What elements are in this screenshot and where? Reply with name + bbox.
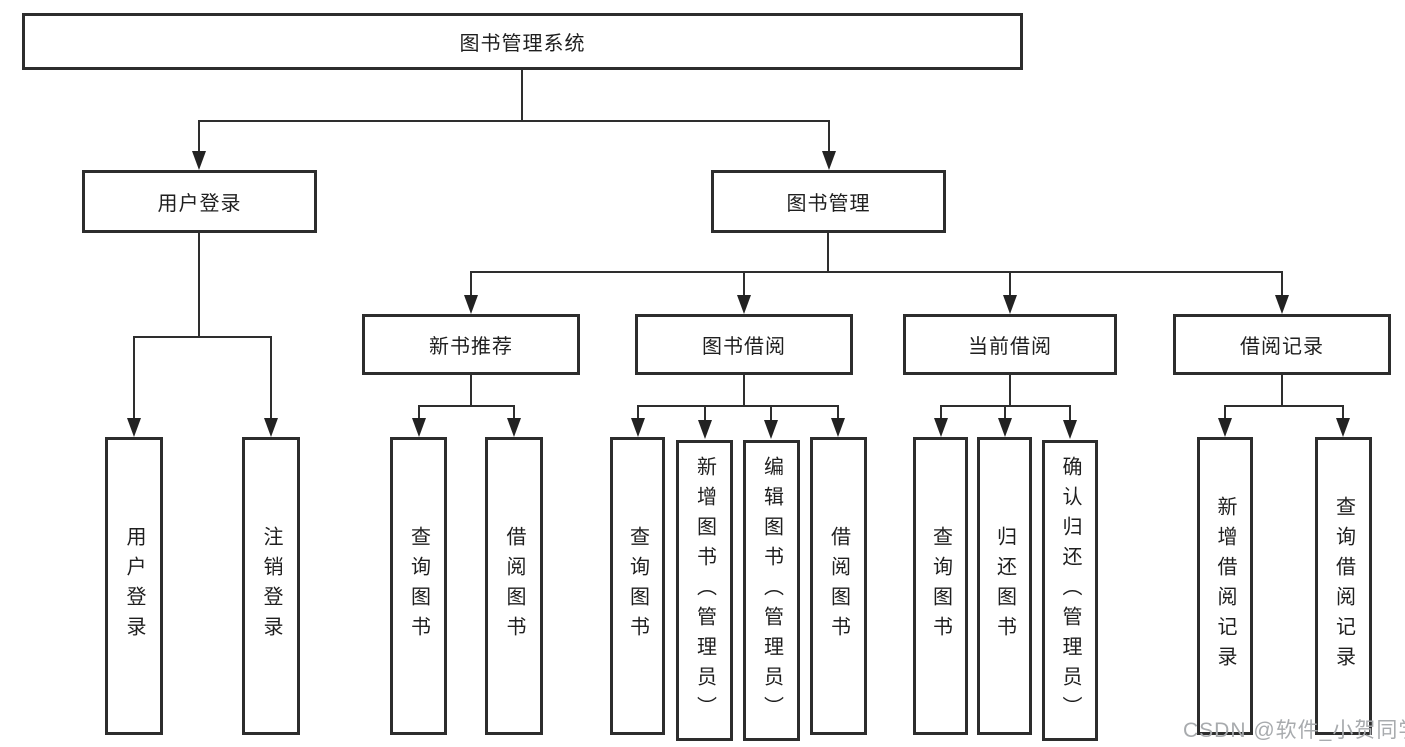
leaf-query-books-recommend: 查询图书 bbox=[390, 437, 447, 735]
leaf-query-books-current: 查询图书 bbox=[913, 437, 968, 735]
leaf-user-login: 用户登录 bbox=[105, 437, 163, 735]
leaf-borrow-books-recommend-label: 借阅图书 bbox=[503, 526, 525, 646]
node-book-management-label: 图书管理 bbox=[786, 193, 871, 215]
node-book-borrow-label: 图书借阅 bbox=[702, 336, 786, 358]
leaf-borrow-books: 借阅图书 bbox=[810, 437, 867, 735]
leaf-logout-label: 注销登录 bbox=[260, 526, 282, 646]
connector-current-borrow-to-leaves bbox=[940, 375, 1071, 421]
node-root-label: 图书管理系统 bbox=[459, 33, 586, 55]
watermark: CSDN @软件_小贺同学 bbox=[1183, 719, 1405, 742]
connector-user-login-to-leaves bbox=[133, 233, 272, 420]
leaf-confirm-return-admin-label: 确认归还（管理员） bbox=[1059, 455, 1081, 726]
node-current-borrow: 当前借阅 bbox=[903, 314, 1117, 375]
leaf-logout: 注销登录 bbox=[242, 437, 300, 735]
connector-root-to-level2 bbox=[198, 70, 830, 153]
leaf-return-book: 归还图书 bbox=[977, 437, 1032, 735]
leaf-query-books-borrow-label: 查询图书 bbox=[626, 526, 649, 646]
leaf-query-borrow-record: 查询借阅记录 bbox=[1315, 437, 1372, 735]
node-borrow-records-label: 借阅记录 bbox=[1240, 336, 1324, 358]
leaf-edit-book-admin: 编辑图书（管理员） bbox=[743, 440, 800, 741]
leaf-confirm-return-admin: 确认归还（管理员） bbox=[1042, 440, 1098, 741]
leaf-user-login-label: 用户登录 bbox=[123, 526, 145, 646]
leaf-borrow-books-recommend: 借阅图书 bbox=[485, 437, 543, 735]
connector-new-book-to-leaves bbox=[418, 375, 515, 420]
leaf-borrow-books-label: 借阅图书 bbox=[827, 526, 850, 646]
node-book-management: 图书管理 bbox=[711, 170, 946, 233]
leaf-edit-book-admin-label: 编辑图书（管理员） bbox=[760, 455, 783, 726]
leaf-add-borrow-record: 新增借阅记录 bbox=[1197, 437, 1253, 735]
leaf-query-borrow-record-label: 查询借阅记录 bbox=[1332, 496, 1355, 676]
node-borrow-records: 借阅记录 bbox=[1173, 314, 1391, 375]
leaf-add-book-admin: 新增图书（管理员） bbox=[676, 440, 733, 741]
node-new-book-recommend-label: 新书推荐 bbox=[429, 336, 513, 358]
leaf-return-book-label: 归还图书 bbox=[993, 526, 1016, 646]
node-user-login: 用户登录 bbox=[82, 170, 317, 233]
leaf-add-borrow-record-label: 新增借阅记录 bbox=[1214, 496, 1236, 676]
connector-borrow-records-to-leaves bbox=[1224, 375, 1344, 421]
leaf-query-books-current-label: 查询图书 bbox=[929, 526, 952, 646]
leaf-query-books-recommend-label: 查询图书 bbox=[407, 526, 430, 646]
connector-book-borrow-to-leaves bbox=[637, 375, 839, 421]
connector-book-mgmt-to-level3 bbox=[470, 233, 1283, 297]
leaf-add-book-admin-label: 新增图书（管理员） bbox=[693, 455, 716, 726]
node-new-book-recommend: 新书推荐 bbox=[362, 314, 580, 375]
node-root: 图书管理系统 bbox=[22, 13, 1023, 70]
node-current-borrow-label: 当前借阅 bbox=[968, 336, 1052, 358]
arrowheads bbox=[127, 151, 1350, 439]
node-user-login-label: 用户登录 bbox=[157, 193, 242, 215]
leaf-query-books-borrow: 查询图书 bbox=[610, 437, 665, 735]
node-book-borrow: 图书借阅 bbox=[635, 314, 853, 375]
